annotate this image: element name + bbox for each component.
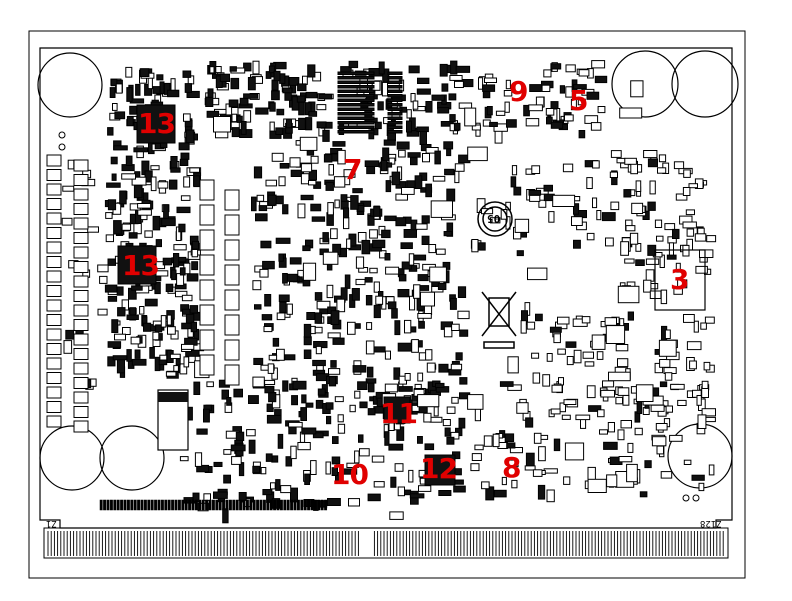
label-13-bottom: 13 — [122, 249, 160, 282]
ic-u11 — [383, 396, 411, 424]
connector-label-left: Z1 — [46, 518, 57, 528]
label-12: 12 — [420, 452, 458, 485]
recycle-symbol — [477, 201, 513, 237]
label-11: 11 — [380, 397, 418, 430]
label-10: 10 — [331, 458, 369, 491]
label-3: 3 — [670, 263, 690, 296]
label-13-top: 13 — [138, 107, 176, 140]
label-7: 7 — [343, 153, 363, 186]
recycle-mark-text: 05 — [487, 212, 501, 225]
label-9: 9 — [509, 75, 529, 108]
connector-label-right: Z128 — [700, 518, 722, 528]
ic-u3 — [654, 249, 706, 311]
ic-u13-top — [136, 104, 176, 144]
bottom-header — [99, 499, 328, 511]
ic-u12 — [424, 454, 456, 486]
label-8: 8 — [502, 451, 522, 484]
fiducials — [58, 131, 700, 502]
outer-frame — [28, 30, 746, 579]
ic-u13-bottom — [117, 245, 157, 285]
left-component-column — [46, 154, 240, 433]
label-5: 5 — [569, 84, 589, 117]
weee-symbol — [481, 291, 517, 349]
edge-connector-fingers — [47, 531, 724, 556]
edge-connector-outline — [43, 527, 729, 559]
